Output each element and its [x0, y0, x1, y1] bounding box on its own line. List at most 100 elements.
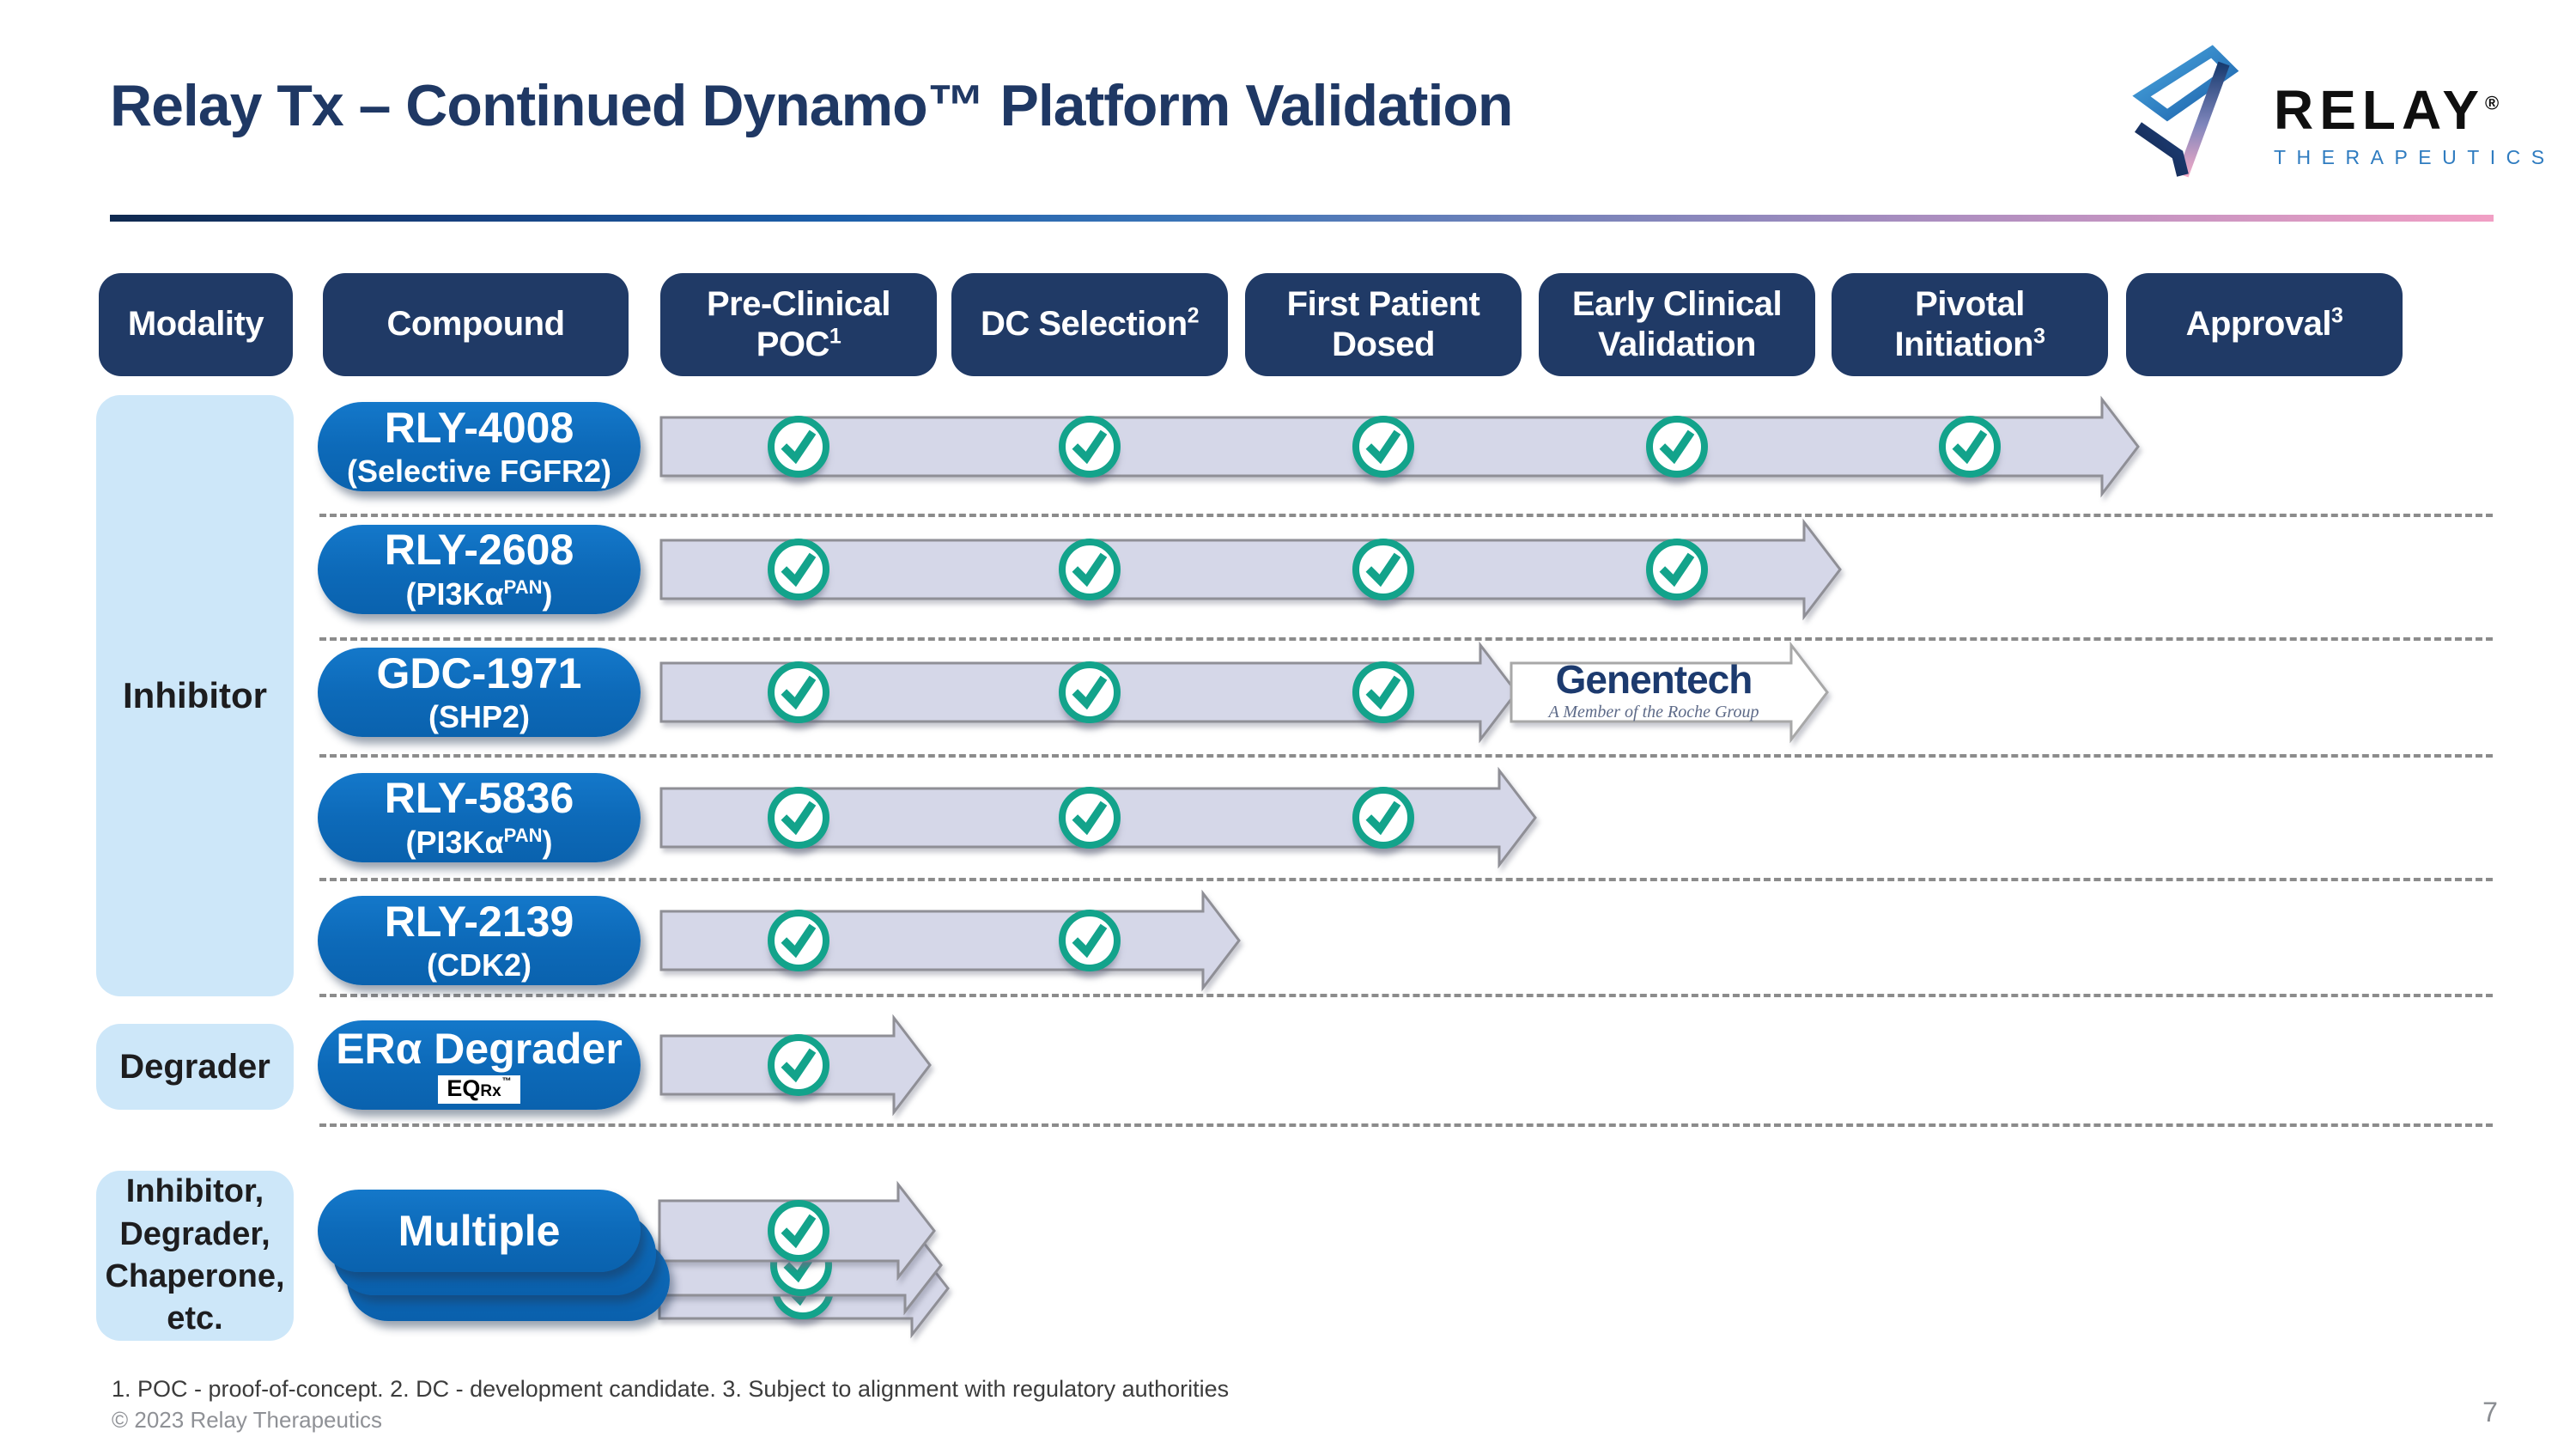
compound-pill: RLY-4008(Selective FGFR2)	[318, 402, 641, 491]
compound-pill: RLY-2139(CDK2)	[318, 896, 641, 985]
header-sup: 3	[2033, 324, 2045, 349]
check-icon	[1059, 539, 1121, 600]
compound-pill: GDC-1971(SHP2)	[318, 648, 641, 737]
genentech-tagline: A Member of the Roche Group	[1548, 703, 1759, 721]
check-icon	[768, 1034, 829, 1096]
check-icon	[1939, 416, 2001, 478]
check-icon	[1059, 910, 1121, 971]
check-glyph	[781, 675, 817, 710]
target-text: (Selective FGFR2)	[346, 453, 612, 489]
check-glyph	[781, 429, 817, 465]
header-text: Initiation	[1894, 326, 2034, 363]
partner-arrow	[1510, 641, 1829, 744]
compound-target: (CDK2)	[427, 949, 532, 982]
header-line: Validation	[1598, 325, 1756, 365]
compound-name: RLY-2139	[384, 897, 574, 946]
relay-logo: RELAY® THERAPEUTICS	[2274, 82, 2555, 169]
check-glyph	[1365, 429, 1401, 465]
row-separator	[319, 878, 2493, 881]
header-sup: 2	[1187, 304, 1200, 329]
title-divider	[110, 215, 2494, 222]
target-text: )	[542, 825, 553, 861]
eqrx-badge-sub: Rx	[480, 1081, 501, 1100]
check-icon	[1059, 661, 1121, 723]
column-header: Modality	[99, 273, 293, 376]
compound-pill: Multiple	[318, 1190, 641, 1272]
progress-arrow	[659, 518, 1842, 621]
target-text: )	[542, 576, 553, 612]
modality-label: Degrader	[119, 1048, 270, 1086]
row-separator	[319, 754, 2493, 758]
modality-label: Inhibitor	[123, 674, 267, 715]
check-glyph	[1365, 801, 1401, 836]
check-stroke	[1072, 923, 1108, 959]
compound-target: (SHP2)	[428, 698, 531, 734]
check-glyph	[781, 1214, 817, 1249]
header-line: Pivotal	[1915, 284, 2025, 325]
target-text: (SHP2)	[428, 698, 531, 734]
footnotes: 1. POC - proof-of-concept. 2. DC - devel…	[112, 1376, 1230, 1402]
partner-arrow-shape	[1510, 641, 1829, 744]
modality-box: Degrader	[96, 1024, 294, 1110]
compound-name: RLY-4008	[384, 403, 574, 452]
check-stroke	[1365, 429, 1401, 465]
check-stroke	[781, 675, 817, 710]
check-icon	[1646, 416, 1708, 478]
check-stroke	[1072, 675, 1108, 710]
check-glyph	[781, 1048, 817, 1083]
check-glyph	[1072, 429, 1108, 465]
header-text: DC Selection	[980, 305, 1188, 344]
header-text: Approval	[2185, 305, 2332, 344]
check-icon	[768, 910, 829, 971]
check-glyph	[1365, 552, 1401, 588]
header-line: Approval3	[2186, 304, 2343, 344]
header-text: Pre-Clinical	[706, 284, 891, 323]
check-glyph	[1072, 675, 1108, 710]
check-stroke	[1365, 552, 1401, 588]
check-glyph	[781, 552, 817, 588]
page-number: 7	[2482, 1397, 2498, 1428]
check-stroke	[1659, 429, 1695, 465]
trademark-mark: ™	[501, 1075, 512, 1087]
header-text: First Patient	[1286, 284, 1480, 323]
check-icon	[1352, 416, 1414, 478]
check-glyph	[781, 923, 817, 959]
header-line: Pre-Clinical	[706, 284, 891, 325]
copyright: © 2023 Relay Therapeutics	[112, 1407, 382, 1433]
header-text: Early Clinical	[1571, 284, 1783, 323]
header-sup: 1	[829, 324, 841, 349]
column-header: Approval3	[2126, 273, 2403, 376]
modality-label: Inhibitor, Degrader, Chaperone, etc.	[105, 1173, 285, 1337]
check-glyph	[1659, 552, 1695, 588]
check-stroke	[781, 1048, 817, 1083]
check-stroke	[781, 801, 817, 836]
relay-subtitle: THERAPEUTICS	[2274, 146, 2555, 168]
target-sup: PAN	[503, 576, 543, 599]
header-line: First Patient	[1287, 284, 1480, 325]
relay-brand-text: RELAY	[2274, 79, 2486, 141]
check-stroke	[1659, 552, 1695, 588]
header-line: Modality	[128, 304, 264, 344]
row-separator	[319, 1123, 2493, 1127]
check-stroke	[1072, 429, 1108, 465]
page-title: Relay Tx – Continued Dynamo™ Platform Va…	[110, 73, 1513, 138]
header-line: Initiation3	[1894, 324, 2045, 365]
target-text: (PI3Kα	[405, 576, 504, 612]
compound-pill: RLY-5836(PI3KαPAN)	[318, 773, 641, 862]
header-text: Dosed	[1332, 326, 1435, 363]
column-header: Compound	[323, 273, 629, 376]
header-text: Validation	[1598, 326, 1756, 363]
registered-mark: ®	[2485, 92, 2506, 114]
check-icon	[1352, 661, 1414, 723]
progress-arrow-shape	[659, 518, 1842, 621]
compound-name: GDC-1971	[376, 648, 582, 697]
check-stroke	[1072, 552, 1108, 588]
target-sup: PAN	[503, 825, 543, 847]
header-text: POC	[756, 326, 830, 363]
header-line: DC Selection2	[980, 304, 1200, 344]
